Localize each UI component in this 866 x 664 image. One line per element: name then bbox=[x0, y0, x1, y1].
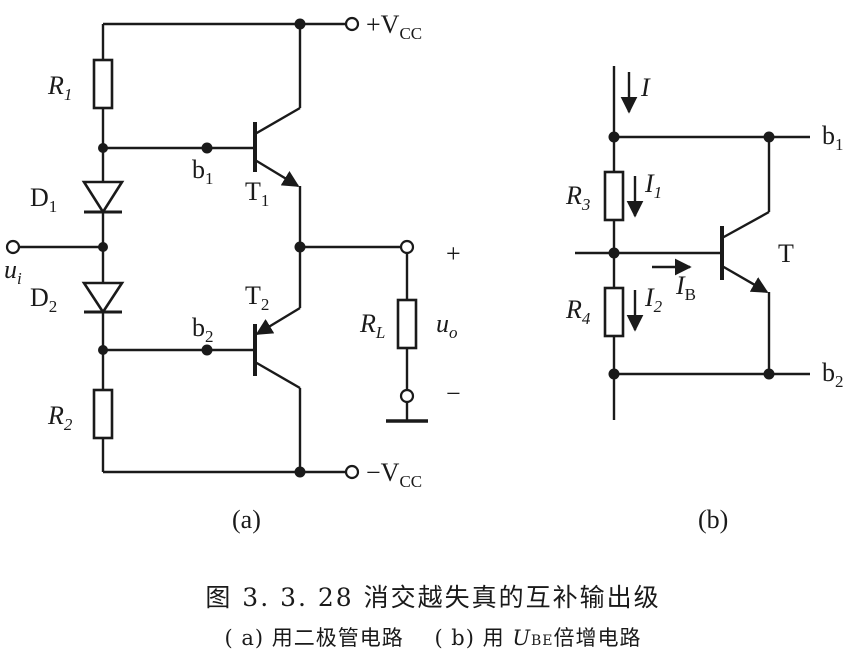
d1-label: D1 bbox=[30, 183, 57, 216]
b2-label: b2 bbox=[192, 313, 214, 346]
transistor-t1-collector bbox=[254, 106, 301, 136]
t2-label: T2 bbox=[245, 281, 269, 314]
i1-label: I1 bbox=[644, 169, 662, 202]
t1-label: T1 bbox=[245, 177, 269, 210]
b-b1-label: b1 bbox=[822, 121, 844, 154]
resistor-r1 bbox=[92, 58, 114, 110]
transistor-t2-emitter bbox=[255, 306, 301, 336]
transistor-t-collector bbox=[721, 210, 770, 240]
subcaption-a: ( a) 用二极管电路 bbox=[224, 626, 404, 650]
diode-d2 bbox=[81, 281, 125, 315]
ui-label: ui bbox=[4, 255, 22, 288]
r1-label: R1 bbox=[47, 71, 72, 104]
rl-label: RL bbox=[359, 309, 385, 342]
diode-d1 bbox=[81, 180, 125, 215]
input-terminal bbox=[5, 239, 21, 255]
circuit-b: I R3 I1 R4 I2 IB T b1 b2 (b) bbox=[565, 66, 844, 534]
minus-label: − bbox=[446, 379, 461, 408]
uo-label: uo bbox=[436, 309, 458, 342]
b-b2-label: b2 bbox=[822, 358, 844, 391]
output-terminal bbox=[399, 239, 415, 255]
transistor-t-emitter bbox=[721, 264, 769, 294]
node-b2 bbox=[201, 344, 213, 356]
b1-label: b1 bbox=[192, 155, 214, 188]
vcc-pos-label: +VCC bbox=[366, 10, 422, 43]
circuit-a: +VCC −VCC R1 R2 D1 D2 b1 b2 T1 T2 RL ui … bbox=[4, 10, 461, 534]
resistor-r2 bbox=[92, 388, 114, 440]
r4-label: R4 bbox=[565, 295, 591, 328]
current-i-label: I bbox=[640, 73, 651, 102]
t-label: T bbox=[778, 239, 794, 268]
r3-label: R3 bbox=[565, 181, 590, 214]
i2-label: I2 bbox=[644, 283, 663, 316]
d2-label: D2 bbox=[30, 283, 57, 316]
figure-a-label: (a) bbox=[232, 505, 261, 534]
node-b1 bbox=[201, 142, 213, 154]
resistor-rl bbox=[396, 298, 418, 350]
figure-subcaption: ( a) 用二极管电路 ( b) 用 UBE倍增电路 bbox=[0, 622, 866, 652]
figure-caption: 图 3. 3. 28 消交越失真的互补输出级 bbox=[205, 583, 661, 612]
ib-label: IB bbox=[675, 271, 696, 304]
vcc-pos-terminal bbox=[344, 16, 360, 32]
transistor-t1-emitter bbox=[254, 158, 300, 188]
resistor-r4 bbox=[603, 286, 625, 338]
transistor-t2-collector bbox=[254, 360, 301, 390]
r2-label: R2 bbox=[47, 401, 73, 434]
rl-terminal-bottom bbox=[399, 388, 415, 404]
plus-label: + bbox=[446, 239, 461, 268]
resistor-r3 bbox=[603, 170, 625, 222]
figure-b-label: (b) bbox=[698, 505, 728, 534]
vcc-neg-terminal bbox=[344, 464, 360, 480]
subcaption-b: ( b) 用 UBE倍增电路 bbox=[434, 626, 642, 650]
vcc-neg-label: −VCC bbox=[366, 458, 422, 491]
